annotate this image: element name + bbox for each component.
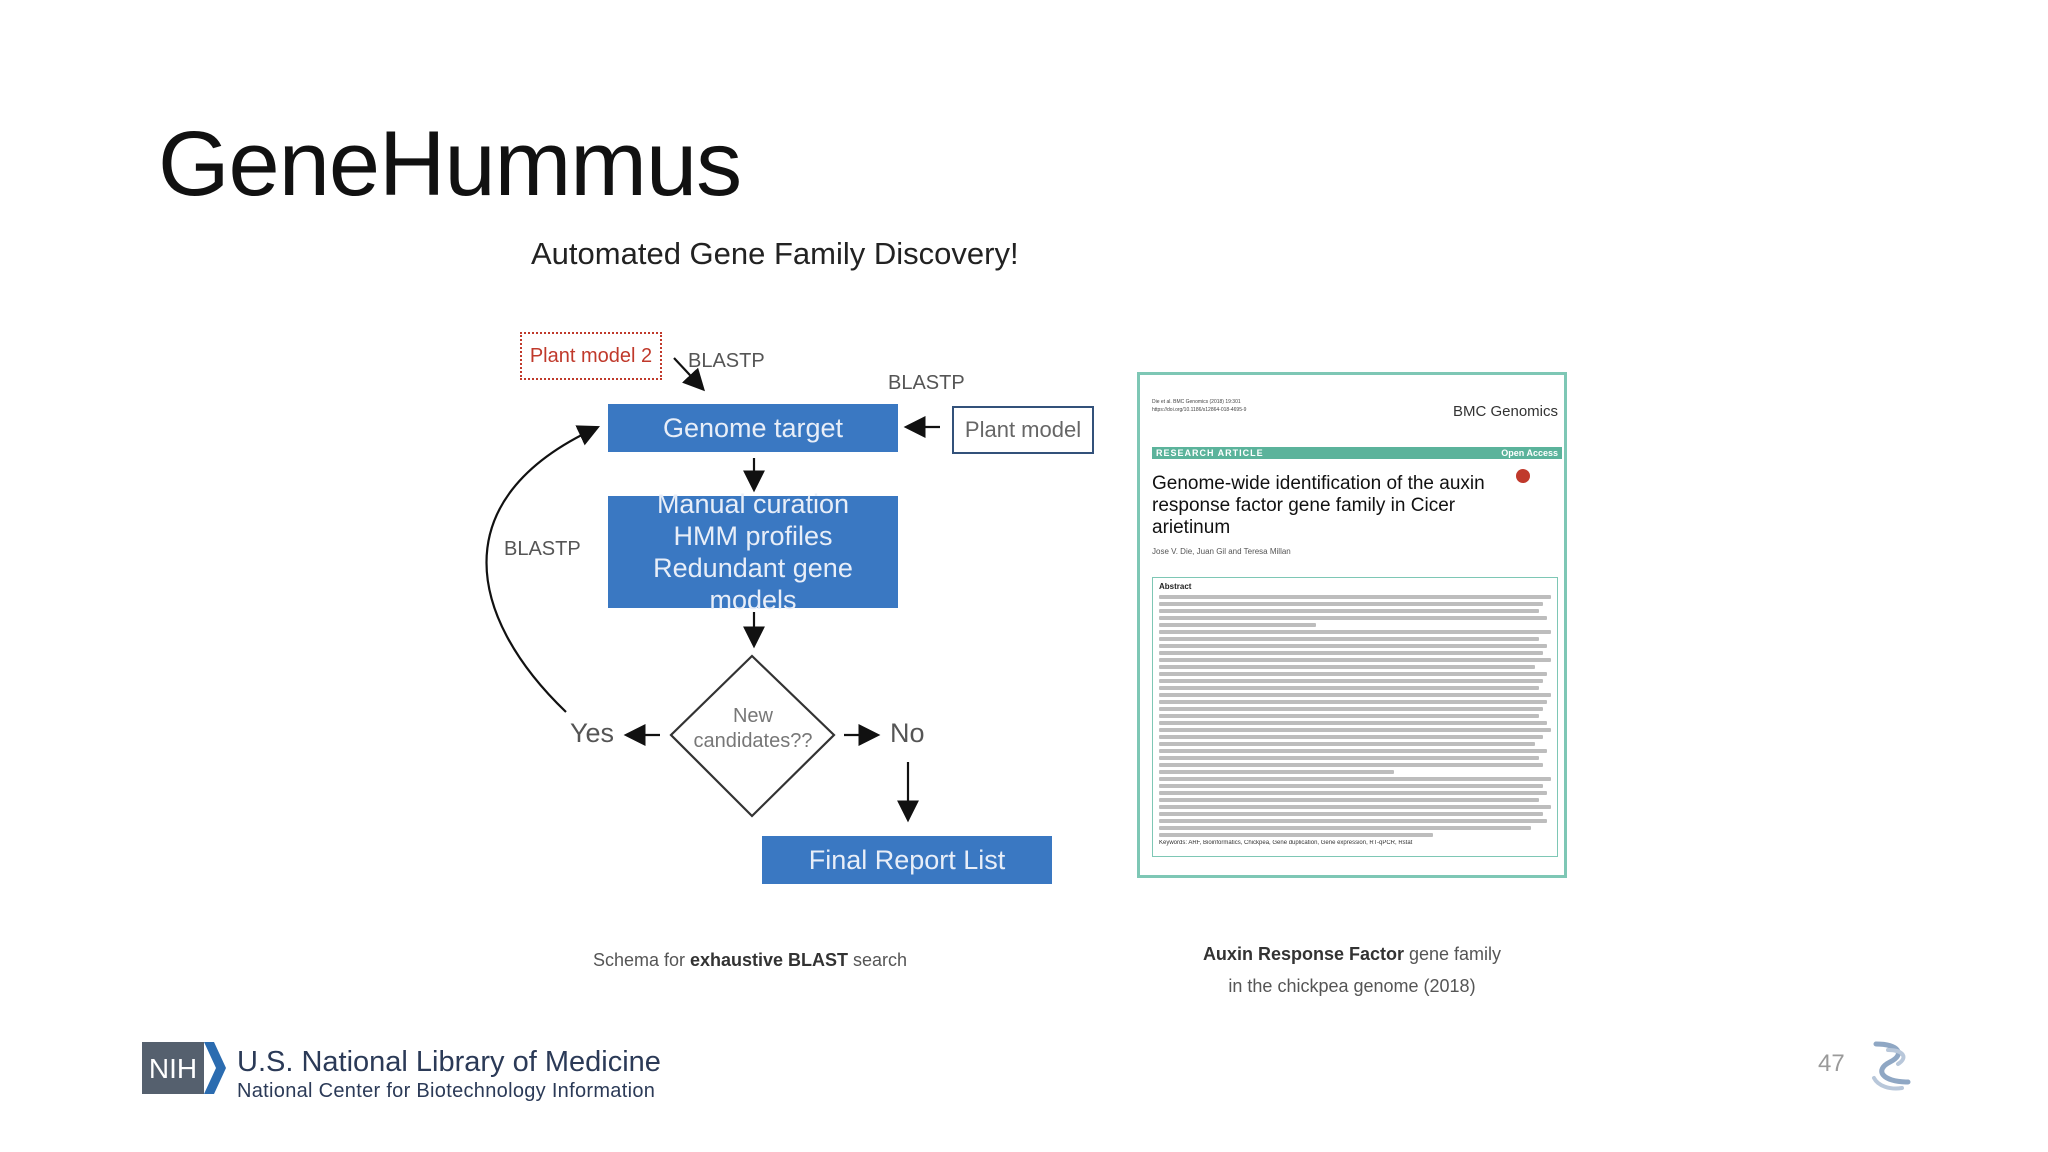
- paper-citation-2: https://doi.org/10.1186/s12864-018-4695-…: [1152, 407, 1247, 413]
- abstract-text-line: [1159, 728, 1551, 732]
- page-number: 47: [1818, 1050, 1845, 1077]
- curation-box: Manual curation HMM profiles Redundant g…: [608, 489, 898, 615]
- paper-banner: RESEARCH ARTICLE Open Access: [1152, 447, 1562, 459]
- abstract-text-line: [1159, 686, 1540, 690]
- flow-caption-suffix: search: [848, 950, 908, 970]
- paper-caption-bold: Auxin Response Factor: [1202, 944, 1404, 964]
- paper-caption-line-2: in the chickpea genome (2018): [1228, 976, 1476, 996]
- decision-line-1: New: [732, 705, 773, 727]
- paper-journal: BMC Genomics: [1452, 403, 1558, 420]
- paper-caption: Auxin Response Factor gene family in the…: [1137, 938, 1567, 1002]
- abstract-text-line: [1159, 672, 1548, 676]
- abstract-text-line: [1159, 784, 1544, 788]
- abstract-text-line: [1159, 644, 1548, 648]
- abstract-text-line: [1159, 630, 1551, 634]
- plant-model-box: Plant model: [952, 406, 1094, 454]
- yes-label: Yes: [570, 718, 615, 748]
- abstract-text-line: [1159, 707, 1544, 711]
- nih-logo-text: NIH: [149, 1053, 197, 1084]
- curation-line-3: Redundant gene models: [653, 553, 853, 615]
- paper-banner-left: RESEARCH ARTICLE: [1156, 448, 1264, 458]
- blastp-label-right: BLASTP: [888, 372, 965, 394]
- plant-model-label: Plant model: [964, 417, 1082, 442]
- abstract-text-line: [1159, 819, 1548, 823]
- decision-label: New candidates??: [676, 704, 830, 754]
- paper-authors: Jose V. Die, Juan Gil and Teresa Millan: [1152, 547, 1291, 556]
- paper-banner-right: Open Access: [1501, 448, 1558, 458]
- abstract-text-line: [1159, 693, 1551, 697]
- flow-caption: Schema for exhaustive BLAST search: [560, 950, 940, 971]
- paper-citation-1: Die et al. BMC Genomics (2018) 19:301: [1152, 399, 1241, 405]
- abstract-text-line: [1159, 714, 1540, 718]
- decision-diamond: [669, 654, 836, 818]
- abstract-text-line: [1159, 609, 1540, 613]
- ncbi-name: National Center for Biotechnology Inform…: [237, 1080, 656, 1102]
- paper-caption-rest: gene family: [1403, 944, 1502, 964]
- abstract-text-line: [1159, 735, 1544, 739]
- abstract-text-line: [1159, 595, 1551, 599]
- paper-title-line-3: arietinum: [1152, 517, 1231, 538]
- abstract-text-line: [1159, 658, 1551, 662]
- abstract-text-line: [1159, 777, 1551, 781]
- curation-line-2: HMM profiles: [673, 521, 833, 551]
- plant-model-2-box: Plant model 2: [520, 332, 662, 380]
- abstract-text-line: [1159, 770, 1395, 774]
- genome-target-label: Genome target: [662, 412, 844, 443]
- abstract-text-line: [1159, 602, 1544, 606]
- paper-abstract-heading: Abstract: [1159, 582, 1192, 591]
- arrow-plant-model-2: [673, 357, 706, 392]
- abstract-text-line: [1159, 805, 1551, 809]
- slide-subtitle: Automated Gene Family Discovery!: [531, 236, 1019, 271]
- abstract-text-line: [1159, 721, 1548, 725]
- final-report-label: Final Report List: [808, 844, 1006, 875]
- paper-keywords: Keywords: ARF, Bioinformatics, Chickpea,…: [1159, 840, 1413, 846]
- blastp-label-top: BLASTP: [688, 350, 765, 372]
- nlm-name: U.S. National Library of Medicine: [237, 1046, 661, 1078]
- paper-title-line-1: Genome-wide identification of the auxin: [1152, 473, 1485, 494]
- plant-model-2-label: Plant model 2: [529, 344, 653, 367]
- abstract-text-line: [1159, 749, 1548, 753]
- paper-abstract-box: Abstract Keywords: ARF, Bioinformatics, …: [1152, 577, 1558, 857]
- paper-abstract-text: [1159, 595, 1551, 837]
- abstract-text-line: [1159, 651, 1544, 655]
- abstract-text-line: [1159, 623, 1316, 627]
- abstract-text-line: [1159, 679, 1544, 683]
- slide-title: GeneHummus: [158, 113, 742, 215]
- crossmark-icon: [1516, 469, 1530, 483]
- ncbi-helix-icon: [1872, 1041, 1911, 1091]
- genome-target-box: Genome target: [608, 404, 898, 452]
- abstract-text-line: [1159, 763, 1544, 767]
- abstract-text-line: [1159, 791, 1548, 795]
- paper-title-line-2: response factor gene family in Cicer: [1152, 495, 1456, 516]
- abstract-text-line: [1159, 616, 1548, 620]
- arrow-loop-back: [485, 425, 600, 713]
- abstract-text-line: [1159, 833, 1434, 837]
- abstract-text-line: [1159, 742, 1536, 746]
- abstract-text-line: [1159, 812, 1544, 816]
- final-report-box: Final Report List: [762, 836, 1052, 884]
- decision-line-2: candidates??: [693, 730, 813, 752]
- no-label: No: [890, 718, 925, 748]
- abstract-text-line: [1159, 665, 1536, 669]
- abstract-text-line: [1159, 700, 1548, 704]
- flow-caption-bold: exhaustive BLAST: [689, 950, 849, 970]
- abstract-text-line: [1159, 826, 1532, 830]
- nih-logo: NIH: [142, 1042, 226, 1094]
- abstract-text-line: [1159, 756, 1540, 760]
- abstract-text-line: [1159, 637, 1540, 641]
- curation-line-1: Manual curation: [656, 489, 850, 519]
- flow-caption-prefix: Schema for: [592, 950, 690, 970]
- paper-thumbnail: Die et al. BMC Genomics (2018) 19:301 ht…: [1137, 372, 1567, 878]
- blastp-label-left: BLASTP: [504, 538, 581, 560]
- paper-title: Genome-wide identification of the auxin …: [1152, 473, 1512, 539]
- abstract-text-line: [1159, 798, 1540, 802]
